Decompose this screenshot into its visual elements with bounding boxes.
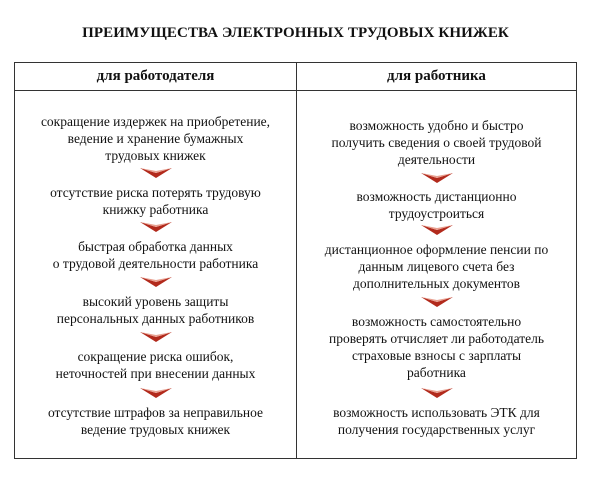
list-item: высокий уровень защиты персональных данн… — [15, 293, 296, 327]
list-item: отсутствие штрафов за неправильное веден… — [15, 404, 296, 438]
item-line: о трудовой деятельности работника — [52, 256, 259, 271]
list-item: сокращение издержек на приобретение, вед… — [15, 113, 296, 164]
item-line: трудоустроиться — [388, 206, 485, 221]
item-line: сокращение издержек на приобретение, — [40, 114, 271, 129]
chevron-down-icon — [139, 388, 172, 398]
item-line: получить сведения о своей трудовой — [331, 135, 542, 150]
item-line: сокращение риска ошибок, — [77, 349, 234, 364]
column-employee: возможность удобно и быстро получить све… — [297, 91, 576, 458]
list-item: дистанционное оформление пенсии по данны… — [297, 241, 576, 292]
item-line: дополнительных документов — [353, 276, 520, 291]
list-item: сокращение риска ошибок, неточностей при… — [15, 348, 296, 382]
item-line: трудовых книжек — [105, 148, 206, 163]
item-line: возможность использовать ЭТК для — [333, 405, 540, 420]
chevron-down-icon — [139, 168, 172, 178]
list-item: возможность самостоятельно проверять отч… — [297, 313, 576, 381]
item-line: дистанционное оформление пенсии по — [324, 242, 549, 257]
item-line: страховые взносы с зарплаты — [351, 348, 522, 363]
advantages-table: для работодателя для работника сокращени… — [14, 62, 577, 459]
header-employer: для работодателя — [96, 68, 215, 84]
column-divider — [296, 63, 297, 458]
header-divider — [15, 90, 576, 91]
item-line: отсутствие штрафов за неправильное — [47, 405, 264, 420]
chevron-down-icon — [139, 332, 172, 342]
chevron-down-icon — [139, 277, 172, 287]
chevron-down-icon — [420, 297, 453, 307]
item-line: персональных данных работников — [56, 311, 255, 326]
item-line: неточностей при внесении данных — [55, 366, 256, 381]
item-line: деятельности — [397, 152, 476, 167]
chevron-down-icon — [420, 173, 453, 183]
list-item: возможность использовать ЭТК для получен… — [297, 404, 576, 438]
item-line: возможность удобно и быстро — [349, 118, 524, 133]
item-line: высокий уровень защиты — [82, 294, 229, 309]
item-line: книжку работника — [102, 202, 209, 217]
item-line: получения государственных услуг — [337, 422, 536, 437]
item-line: работника — [407, 365, 466, 380]
item-line: возможность самостоятельно — [351, 314, 522, 329]
item-line: ведение и хранение бумажных — [67, 131, 244, 146]
chevron-down-icon — [139, 222, 172, 232]
item-line: ведение трудовых книжек — [80, 422, 231, 437]
page-title: ПРЕИМУЩЕСТВА ЭЛЕКТРОННЫХ ТРУДОВЫХ КНИЖЕК — [82, 25, 509, 41]
item-line: данным лицевого счета без — [358, 259, 515, 274]
header-employee: для работника — [387, 68, 486, 84]
item-line: быстрая обработка данных — [78, 239, 233, 254]
chevron-down-icon — [420, 225, 453, 235]
column-employer: сокращение издержек на приобретение, вед… — [15, 91, 296, 458]
item-line: возможность дистанционно — [356, 189, 517, 204]
item-line: отсутствие риска потерять трудовую — [50, 185, 261, 200]
list-item: возможность удобно и быстро получить све… — [297, 117, 576, 168]
list-item: возможность дистанционно трудоустроиться — [297, 188, 576, 222]
list-item: отсутствие риска потерять трудовую книжк… — [15, 184, 296, 218]
list-item: быстрая обработка данных о трудовой деят… — [15, 238, 296, 272]
item-line: проверять отчисляет ли работодатель — [329, 331, 544, 346]
chevron-down-icon — [420, 388, 453, 398]
